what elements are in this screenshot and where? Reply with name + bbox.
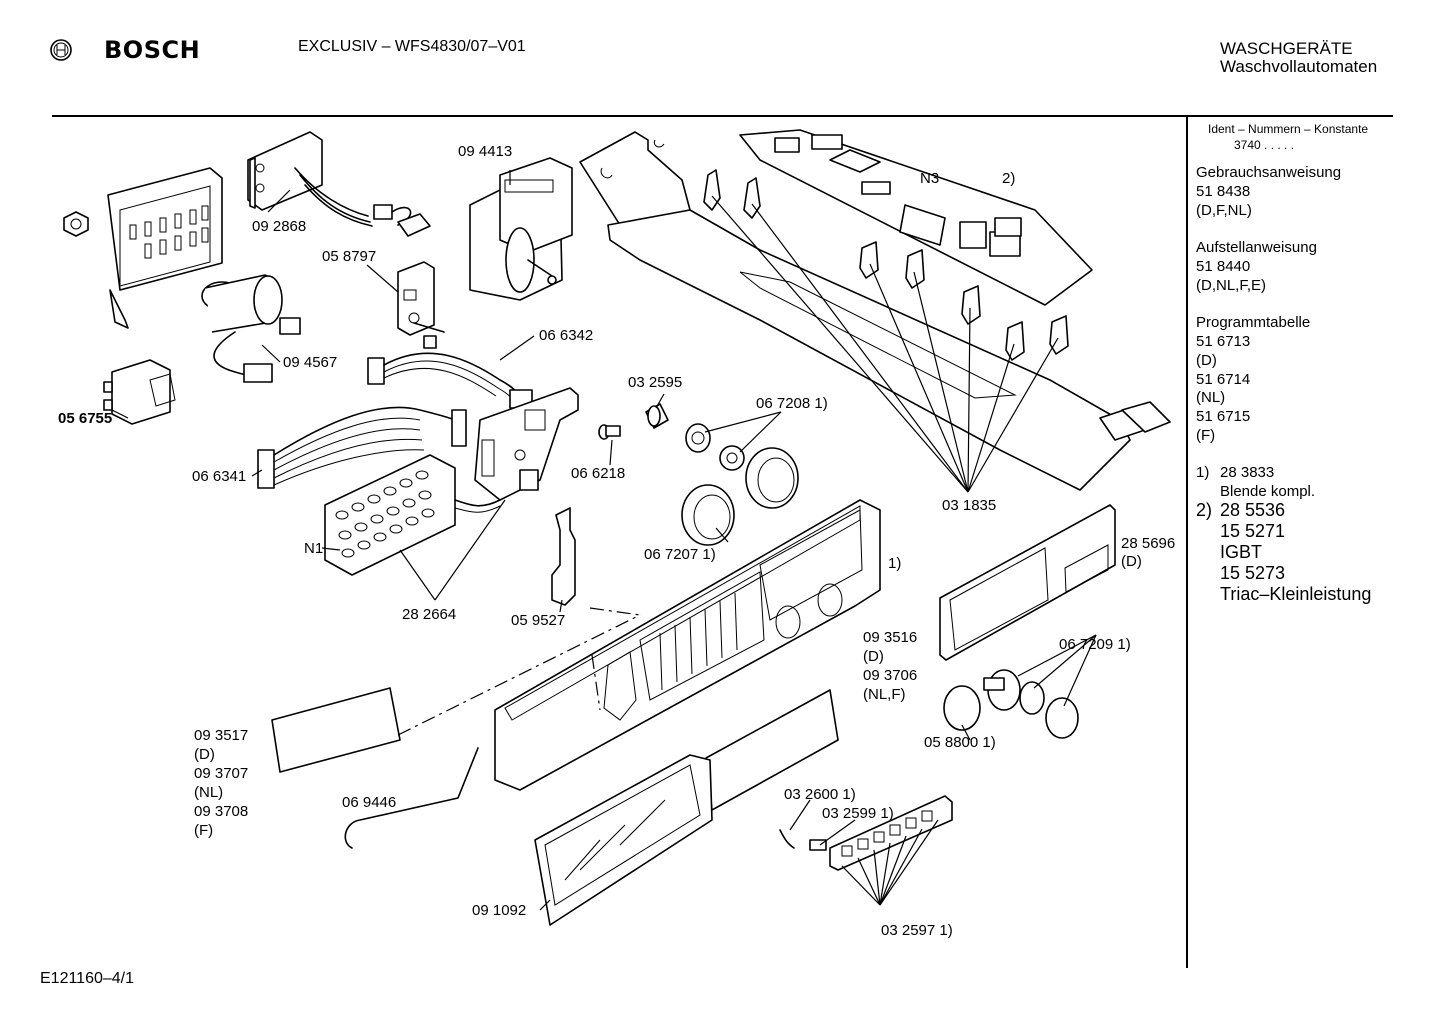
- programm-lang: (NL): [1196, 389, 1226, 406]
- programm-number: 51 6715: [1196, 408, 1251, 425]
- aufstell-lang: (D,NL,F,E): [1196, 277, 1267, 294]
- part-label: 09 1092: [472, 902, 527, 919]
- part-label: 28 5696: [1121, 535, 1176, 552]
- part-label: 06 6342: [539, 327, 594, 344]
- note1-marker: 1): [1196, 464, 1210, 481]
- top-frame-part: [579, 131, 1171, 491]
- motor-part: [469, 157, 573, 301]
- part-label: 09 3516: [863, 629, 918, 646]
- aufstell-title: Aufstellanweisung: [1196, 239, 1317, 256]
- category-title: WASCHGERÄTE: [1220, 39, 1353, 58]
- note2-description: IGBT: [1220, 542, 1263, 562]
- filter-block-part: [247, 131, 431, 237]
- note1-description: Blende kompl.: [1220, 483, 1316, 500]
- model-title: EXCLUSIV – WFS4830/07–V01: [298, 38, 526, 55]
- aufstell-number: 51 8440: [1196, 258, 1251, 275]
- part-label: 03 2595: [628, 374, 683, 391]
- ribbon-cable-upper-part: [367, 352, 533, 409]
- ident-title: Ident – Nummern – Konstante: [1208, 122, 1369, 136]
- lever-part: [551, 507, 576, 606]
- leader-lines: [111, 170, 1097, 911]
- part-label: 28 2664: [402, 606, 457, 623]
- part-label: 03 2597 1): [881, 922, 953, 939]
- part-label: 09 4413: [458, 143, 513, 160]
- part-label: (D): [194, 746, 215, 763]
- part-label: 09 3517: [194, 727, 249, 744]
- part-label: (NL): [194, 784, 224, 801]
- capacitor-part: [201, 274, 301, 383]
- subcategory-title: Waschvollautomaten: [1220, 57, 1378, 76]
- part-label: 06 7207 1): [644, 546, 716, 563]
- part-label: 06 9446: [342, 794, 397, 811]
- part-label: 09 3707: [194, 765, 249, 782]
- part-label: (F): [194, 822, 214, 839]
- control-board-n1-part: [324, 387, 579, 576]
- part-label: 05 8797: [322, 248, 377, 265]
- gebrauch-number: 51 8438: [1196, 183, 1251, 200]
- part-label: 1): [888, 555, 902, 572]
- part-label: 05 6755: [58, 410, 113, 427]
- program-knob-parts-group: [943, 669, 1079, 739]
- part-label: 06 7209 1): [1059, 636, 1131, 653]
- part-label: 06 6218: [571, 465, 626, 482]
- part-label: 05 8800 1): [924, 734, 996, 751]
- programm-lang: (D): [1196, 352, 1217, 369]
- knob-parts-group: [598, 403, 799, 546]
- part-label: 09 2868: [252, 218, 307, 235]
- part-label: 03 1835: [942, 497, 997, 514]
- part-label: 03 2600 1): [784, 786, 856, 803]
- part-label: N1: [304, 540, 324, 557]
- electronics-board-n3-part: [739, 129, 1093, 306]
- programm-title: Programmtabelle: [1196, 314, 1311, 331]
- relay-part: [103, 359, 176, 425]
- part-label: 2): [1002, 170, 1016, 187]
- button-strip-part: [779, 795, 953, 871]
- note2-description: Triac–Kleinleistung: [1220, 584, 1372, 604]
- drawing-id: E121160–4/1: [40, 970, 135, 987]
- note2-number: 28 5536: [1220, 500, 1286, 520]
- left-insert-part: [271, 687, 401, 773]
- note2-number: 15 5271: [1220, 521, 1286, 541]
- part-label: 06 6341: [192, 468, 247, 485]
- bosch-emblem-icon: [50, 39, 72, 61]
- rod-part: [344, 747, 479, 849]
- ribbon-cable-lower-part: [257, 406, 467, 489]
- door-lock-part: [397, 261, 445, 349]
- note1-number: 28 3833: [1220, 464, 1275, 481]
- part-label: 03 2599 1): [822, 805, 894, 822]
- note2-number: 15 5273: [1220, 563, 1286, 583]
- programm-lang: (F): [1196, 427, 1216, 444]
- part-label: (NL,F): [863, 686, 906, 703]
- part-label: 06 7208 1): [756, 395, 828, 412]
- gebrauch-lang: (D,F,NL): [1196, 202, 1252, 219]
- gebrauch-title: Gebrauchsanweisung: [1196, 164, 1342, 181]
- window-panel-part: [534, 754, 713, 926]
- fascia-part: [939, 504, 1116, 661]
- programm-number: 51 6714: [1196, 371, 1251, 388]
- brand-logo-text: BOSCH: [104, 36, 201, 64]
- interference-filter-part: [63, 167, 223, 329]
- part-label: (D): [1121, 553, 1142, 570]
- part-label: (D): [863, 648, 884, 665]
- part-label: N3: [920, 170, 940, 187]
- part-label: 09 4567: [283, 354, 338, 371]
- part-label: 05 9527: [511, 612, 566, 629]
- control-panel-part: [494, 499, 881, 791]
- programm-number: 51 6713: [1196, 333, 1251, 350]
- note2-marker: 2): [1196, 500, 1213, 520]
- ident-value: 3740 . . . . .: [1234, 138, 1295, 152]
- part-label: 09 3708: [194, 803, 249, 820]
- part-label: 09 3706: [863, 667, 918, 684]
